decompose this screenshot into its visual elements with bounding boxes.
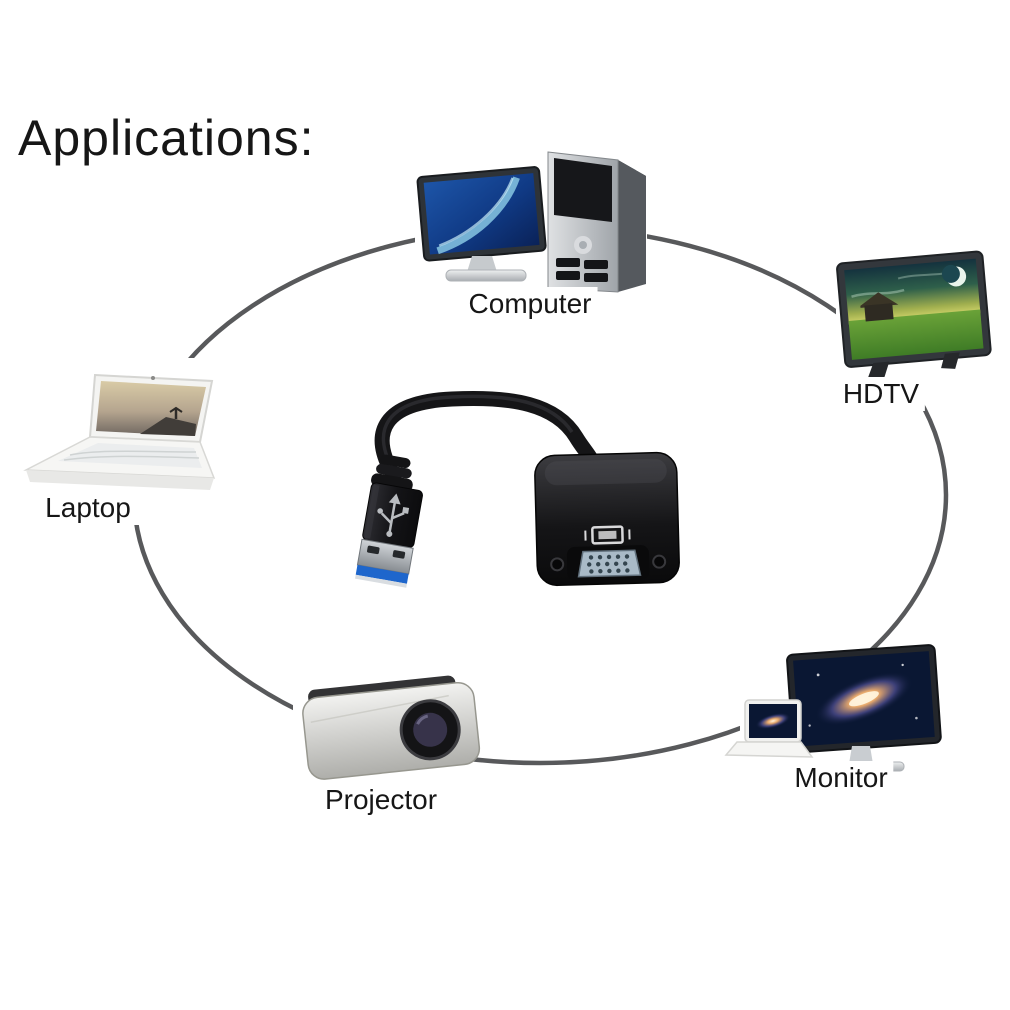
usb-plug-icon	[355, 482, 423, 588]
display-marking-icon	[584, 525, 631, 545]
hdtv-icon	[836, 250, 992, 380]
monitor-small-laptop	[724, 699, 814, 758]
monitor-icon	[724, 644, 942, 772]
page-title: Applications:	[18, 108, 319, 168]
laptop-icon	[23, 373, 216, 490]
computer-tower	[547, 151, 646, 293]
label-projector: Projector	[318, 783, 444, 818]
label-laptop: Laptop	[39, 491, 137, 526]
usb-cable-sheen	[381, 394, 574, 472]
computer-icon	[416, 151, 646, 293]
label-computer: Computer	[462, 287, 598, 322]
projector-icon	[302, 675, 481, 780]
label-monitor: Monitor	[788, 761, 894, 796]
usb-trident-logo	[377, 493, 410, 537]
usb3-to-vga-adapter-icon	[355, 390, 680, 588]
computer-monitor	[416, 166, 547, 282]
vga-adapter-body	[534, 451, 680, 587]
vga-port-icon	[550, 545, 667, 581]
label-hdtv: HDTV	[836, 377, 926, 412]
